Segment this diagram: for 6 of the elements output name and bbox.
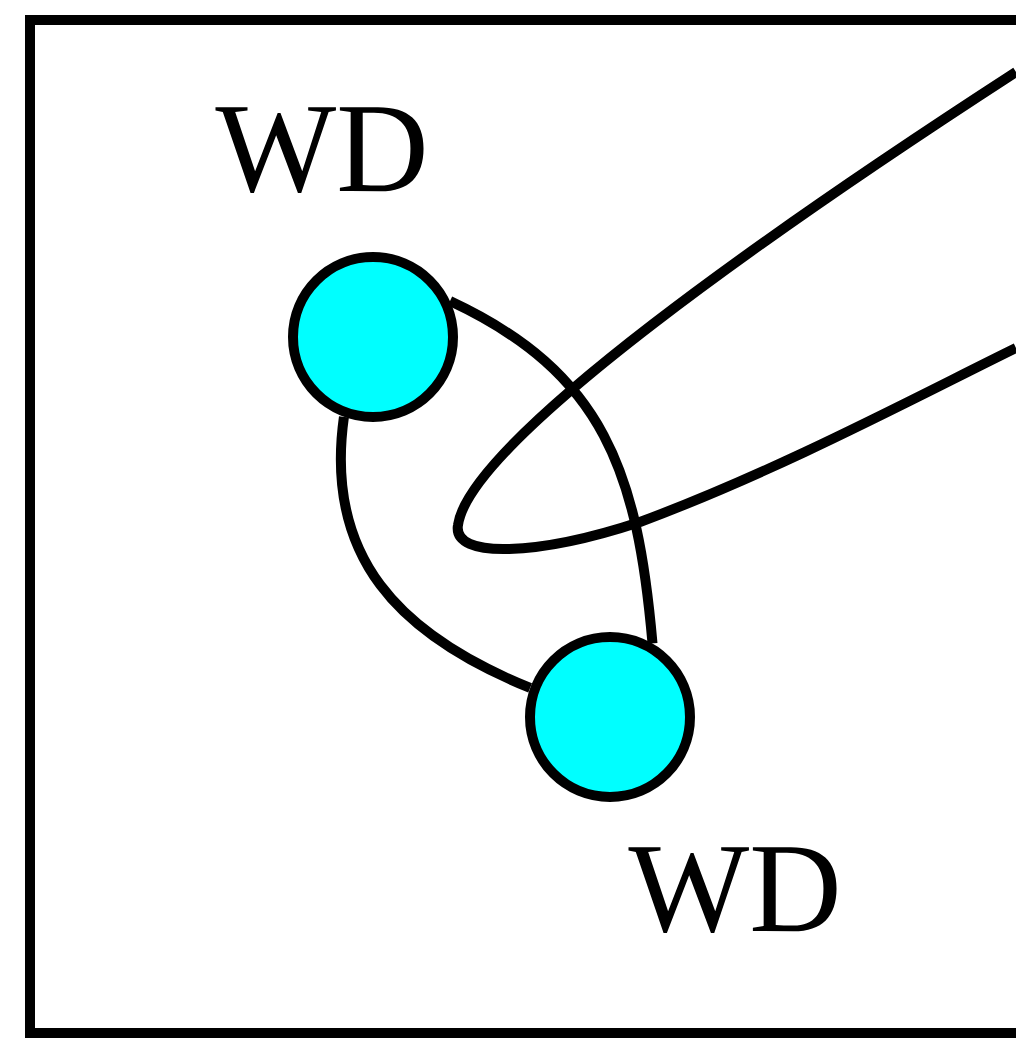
ellipse-arc bbox=[335, 416, 533, 693]
circle-node bbox=[525, 632, 695, 802]
circle-node bbox=[288, 252, 458, 422]
node-label: WD bbox=[628, 847, 837, 933]
ellipse-arc bbox=[447, 296, 658, 644]
node-label: WD bbox=[215, 107, 424, 193]
